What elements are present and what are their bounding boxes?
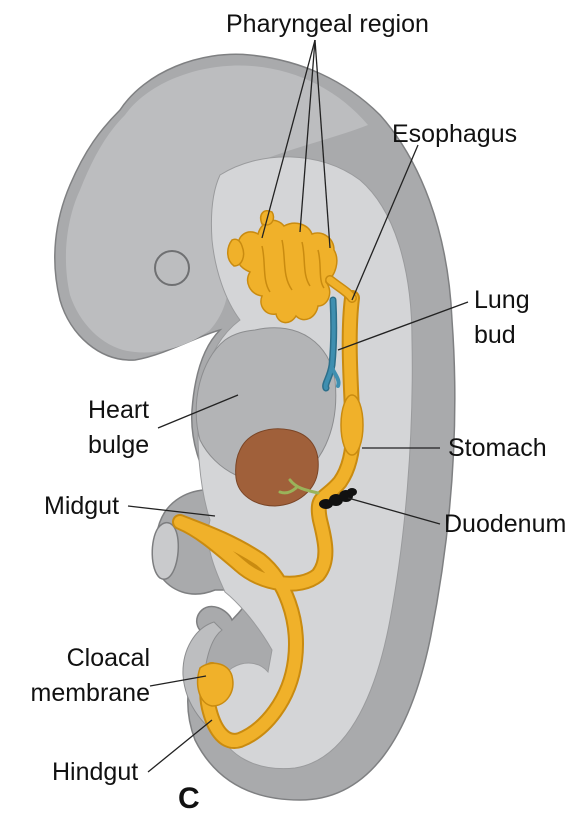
- label-stomach: Stomach: [448, 436, 547, 461]
- stomach: [341, 395, 363, 455]
- label-heart-bulge-line2: bulge: [88, 433, 149, 458]
- label-lung-bud-line2: bud: [474, 323, 530, 348]
- label-midgut: Midgut: [44, 494, 119, 519]
- liver: [236, 429, 319, 506]
- label-hindgut: Hindgut: [52, 760, 138, 785]
- label-duodenum: Duodenum: [444, 512, 566, 537]
- cloaca: [198, 663, 233, 706]
- label-cloacal-membrane-line1: Cloacal: [67, 644, 150, 672]
- panel-letter: C: [178, 782, 200, 816]
- label-lung-bud: Lung bud: [474, 288, 530, 348]
- label-pharyngeal-region: Pharyngeal region: [226, 12, 429, 37]
- label-cloacal-membrane: Cloacal membrane: [40, 646, 150, 706]
- label-heart-bulge: Heart bulge: [88, 398, 149, 458]
- label-esophagus: Esophagus: [392, 122, 517, 147]
- label-heart-bulge-line1: Heart: [88, 396, 149, 424]
- label-lung-bud-line1: Lung: [474, 286, 530, 314]
- label-cloacal-membrane-line2: membrane: [18, 681, 150, 706]
